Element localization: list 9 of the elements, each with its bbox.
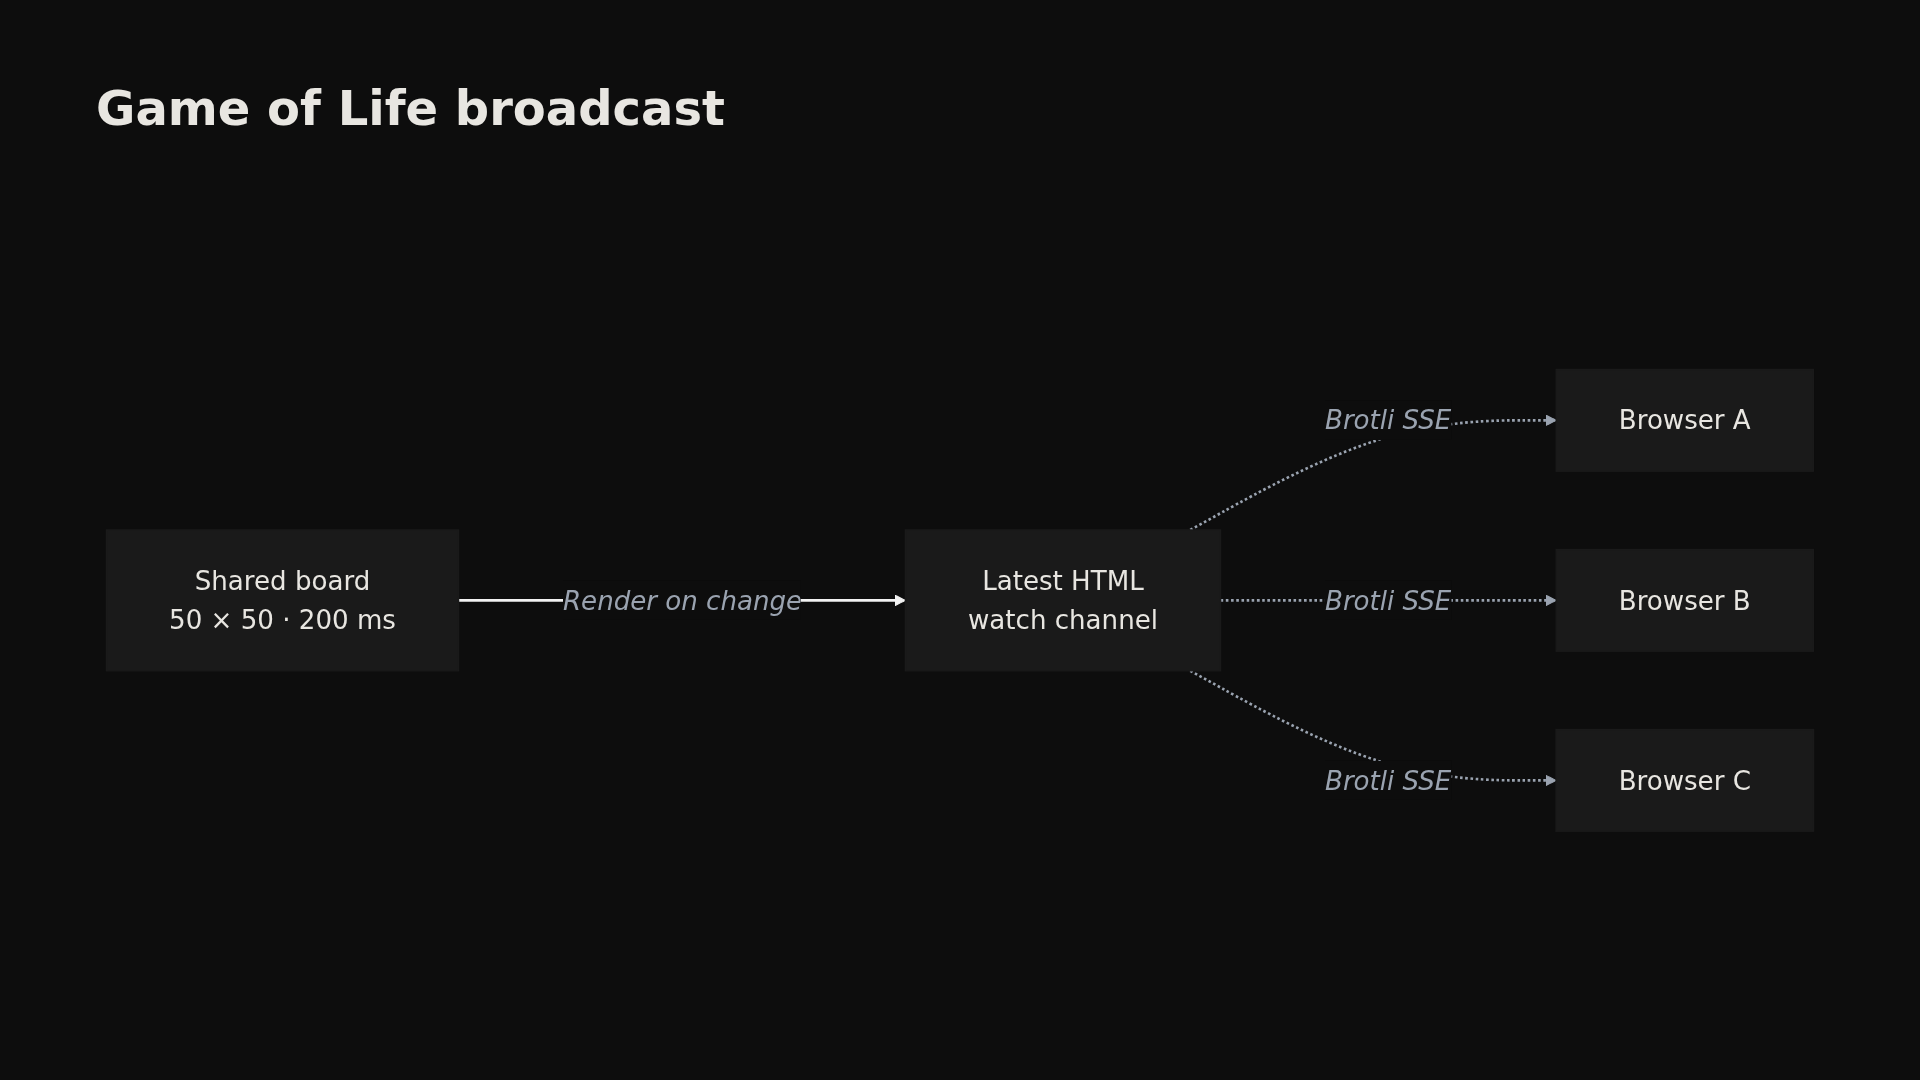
edge-label: Brotli SSE	[1324, 404, 1452, 436]
node-box: Shared board 50 × 50 · 200 ms	[105, 528, 460, 672]
title: Game of Life broadcast	[96, 80, 725, 136]
node-box: Browser B	[1555, 548, 1815, 652]
node-box: Browser C	[1555, 728, 1815, 832]
node-box: Latest HTML watch channel	[904, 528, 1222, 672]
edge-label: Brotli SSE	[1324, 764, 1452, 796]
node-box: Browser A	[1555, 368, 1814, 472]
edge-label: Brotli SSE	[1324, 584, 1452, 616]
